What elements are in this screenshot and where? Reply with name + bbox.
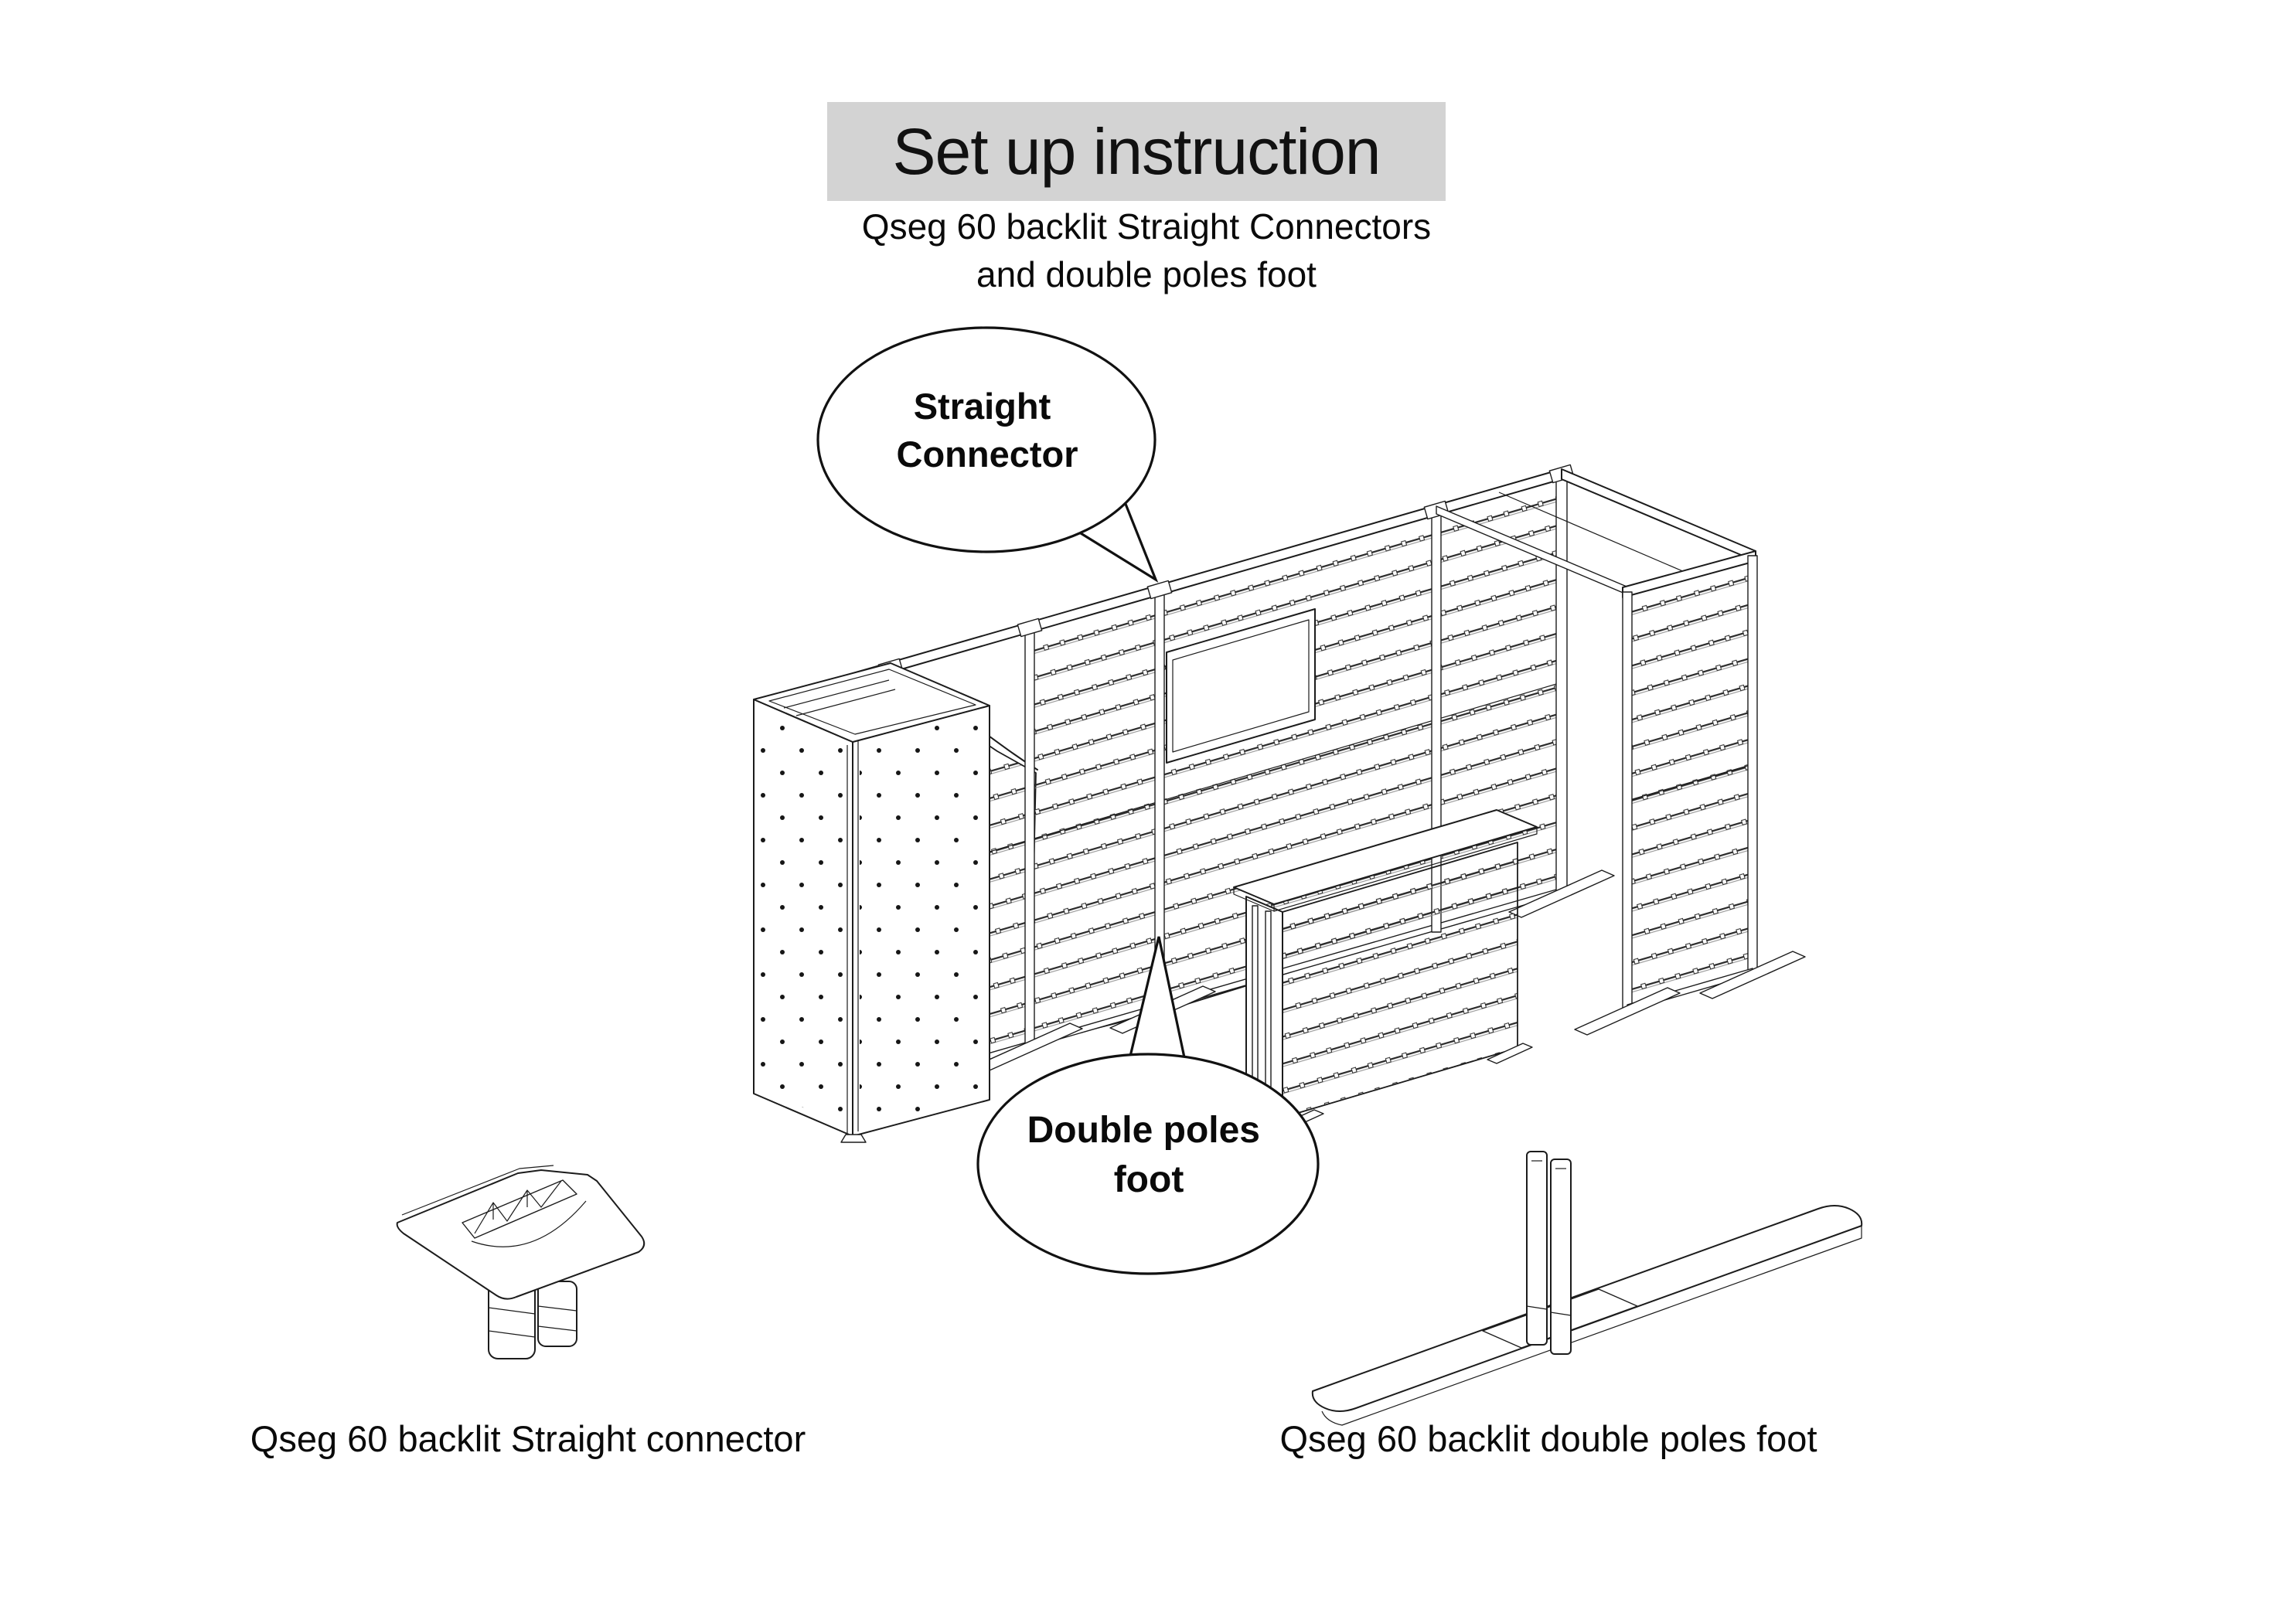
connector-peg-joint — [488, 1330, 536, 1338]
tower-top-slat — [783, 679, 890, 709]
foot-pole-joint — [1550, 1312, 1572, 1316]
callout-straight-connector: Straight Connector — [816, 326, 1159, 583]
callout-label: Straight Connector — [897, 386, 1078, 475]
connector-peg-joint — [537, 1305, 577, 1312]
tower-base-tip — [840, 1134, 867, 1143]
wall-bay-2 — [1029, 589, 1160, 1046]
wall-window-inner-frame — [1172, 619, 1310, 753]
connector-truss-channel — [462, 1179, 577, 1239]
connector-front-lip — [471, 1200, 587, 1247]
page-title: Set up instruction — [892, 114, 1381, 188]
double-poles-foot-figure — [1311, 1151, 1863, 1426]
foot-pole — [1550, 1159, 1572, 1355]
caption-double-poles-foot: Qseg 60 backlit double poles foot — [1279, 1418, 1817, 1459]
roof-near-beam — [1561, 468, 1756, 562]
caption-straight-connector: Qseg 60 backlit Straight connector — [250, 1418, 806, 1459]
counter-foot — [1487, 1043, 1533, 1064]
connector-plate — [396, 1169, 646, 1300]
tower — [753, 662, 990, 1143]
tower-top-face — [753, 662, 990, 743]
title-bar: Set up instruction — [827, 102, 1446, 201]
counter — [1233, 809, 1538, 1131]
t-foot — [1699, 951, 1806, 999]
foot-base-front-face — [1321, 1226, 1862, 1426]
subtitle-line-2: and double poles foot — [976, 254, 1317, 294]
counter-led-bar — [1265, 910, 1272, 1113]
wall-post — [1555, 473, 1568, 897]
panel-post — [1747, 555, 1758, 978]
panel-mid-seam — [1627, 764, 1753, 801]
wall-mid-seam — [892, 682, 1562, 881]
tower-face-right-perforation — [860, 713, 983, 1128]
connector-peg-joint — [488, 1307, 536, 1315]
roof-cross-member — [1498, 492, 1691, 575]
callout-double-poles-foot: Double poles foot — [976, 936, 1320, 1275]
page-subtitle: Qseg 60 backlit Straight Connectors and … — [683, 202, 1610, 298]
t-foot — [1574, 987, 1681, 1036]
panel-post — [1622, 591, 1633, 1015]
connector-peg — [537, 1281, 577, 1347]
connector-junction — [1146, 580, 1173, 600]
connector-peg-joint — [537, 1325, 577, 1332]
callout-bubble — [816, 326, 1157, 553]
tower-top-inner-frame — [768, 669, 976, 735]
doorway — [1436, 468, 1806, 1036]
foot-pole — [1526, 1151, 1548, 1346]
counter-top-thickness — [1233, 827, 1538, 912]
tower-face-left-perforation — [760, 709, 847, 1128]
connector-back-plate-edge — [401, 1165, 554, 1216]
wall-window — [1166, 608, 1316, 764]
wall-post — [1024, 627, 1035, 1050]
connector-junction — [1017, 618, 1043, 638]
tower-top-slat — [795, 689, 896, 716]
t-foot — [1508, 869, 1615, 918]
foot-pole-joint — [1526, 1305, 1548, 1310]
straight-connector-figure — [396, 1165, 646, 1359]
subtitle-line-1: Qseg 60 backlit Straight Connectors — [861, 206, 1432, 247]
callout-bubble — [976, 1053, 1320, 1275]
callout-label: Double poles foot — [1027, 1110, 1271, 1200]
connector-truss-zigzag — [474, 1180, 562, 1234]
